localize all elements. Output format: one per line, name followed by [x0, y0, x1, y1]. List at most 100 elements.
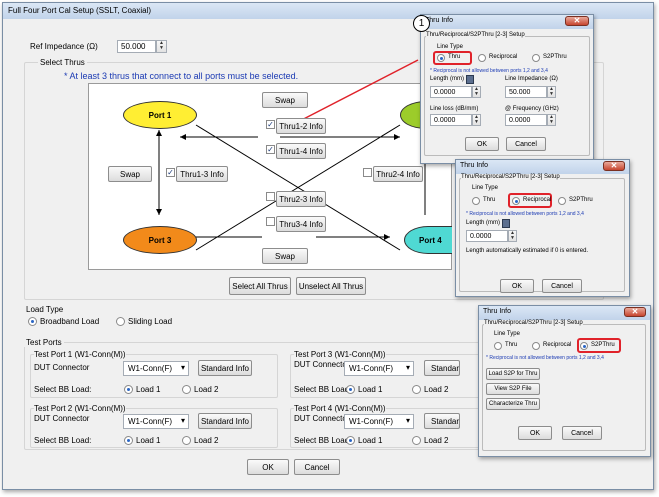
test-port-3-label: Test Port 3 (W1-Conn(M)) [294, 350, 386, 359]
port-4: Port 4 [404, 226, 452, 254]
calculator-icon[interactable] [466, 75, 474, 84]
callout-number: 1 [418, 18, 425, 29]
ref-impedance-spinner-icon[interactable]: ▲▼ [156, 40, 167, 53]
dialog1-frequency-input[interactable]: 0.0000 [505, 114, 547, 126]
thru-info-dialog-reciprocal: Thru Info ✕ [455, 159, 630, 297]
dialog1-ok-button[interactable]: OK [465, 137, 499, 151]
close-icon[interactable]: ✕ [624, 307, 646, 317]
callout-leader [289, 59, 419, 127]
ref-impedance-input[interactable]: 50.000 [117, 40, 156, 53]
test-port-4-label: Test Port 4 (W1-Conn(M)) [294, 404, 386, 413]
thru-notice: * At least 3 thrus that connect to all p… [64, 71, 299, 81]
dialog1-s2pthru-radio[interactable] [532, 54, 540, 62]
dialog1-title-bar: Thru Info [421, 15, 593, 29]
dialog3-ok-button[interactable]: OK [518, 426, 552, 440]
dialog1-impedance-spinner-icon[interactable]: ▲▼ [547, 86, 556, 98]
unselect-all-thrus-button[interactable]: Unselect All Thrus [296, 277, 366, 295]
ok-button[interactable]: OK [247, 459, 289, 475]
dialog3-thru-label: Thru [505, 342, 518, 348]
connector-select-1[interactable]: W1-Conn(F) [123, 361, 189, 376]
dialog1-length-input[interactable]: 0.0000 [430, 86, 472, 98]
dialog2-s2pthru-radio[interactable] [558, 197, 566, 205]
close-icon[interactable]: ✕ [565, 16, 589, 26]
dialog3-thru-radio[interactable] [494, 342, 502, 350]
dialog3-reciprocal-radio[interactable] [532, 342, 540, 350]
cancel-button[interactable]: Cancel [294, 459, 340, 475]
standard-info-button-2[interactable]: Standard Info [198, 413, 252, 429]
swap-button-1-2[interactable]: Swap [262, 92, 308, 108]
dialog2-length-input[interactable]: 0.0000 [466, 230, 508, 242]
dialog3-s2pthru-highlight [577, 338, 621, 353]
dialog2-reciprocal-highlight [508, 193, 552, 208]
dialog2-note: * Reciprocal is not allowed between port… [466, 211, 584, 217]
tp4-load2-radio[interactable] [412, 436, 421, 445]
thru-1-3-checkbox[interactable]: ✓ [166, 168, 175, 177]
characterize-thru-button[interactable]: Characterize Thru [486, 398, 540, 410]
dialog2-estimate-text: Length automatically estimated if 0 is e… [466, 248, 589, 254]
thru-3-4-info-button[interactable]: Thru3-4 Info [276, 216, 326, 232]
dut-connector-label-4: DUT Connector [294, 414, 350, 423]
dialog1-line-impedance-input[interactable]: 50.000 [505, 86, 547, 98]
dialog1-frequency-label: @ Frequency (GHz) [505, 106, 559, 112]
view-s2p-button[interactable]: View S2P File [486, 383, 540, 395]
tp3-load2-radio[interactable] [412, 385, 421, 394]
dialog1-thru-radio[interactable] [437, 54, 445, 62]
dialog2-thru-radio[interactable] [472, 197, 480, 205]
connector-select-4[interactable]: W1-Conn(F) [344, 414, 414, 429]
dialog3-cancel-button[interactable]: Cancel [562, 426, 602, 440]
select-bb-load-label-4: Select BB Load: [294, 436, 352, 445]
dialog3-title: Thru Info [483, 308, 512, 315]
dialog3-s2pthru-radio[interactable] [580, 342, 588, 350]
swap-button-3-4[interactable]: Swap [262, 248, 308, 264]
broadband-load-radio[interactable] [28, 317, 37, 326]
dialog1-line-loss-input[interactable]: 0.0000 [430, 114, 472, 126]
dialog2-title-bar: Thru Info [456, 160, 629, 174]
tp2-load1-radio[interactable] [124, 436, 133, 445]
load-s2p-button[interactable]: Load S2P for Thru [486, 368, 540, 380]
dialog3-s2pthru-label: S2PThru [591, 342, 615, 348]
thru-2-3-info-button[interactable]: Thru2-3 Info [276, 191, 326, 207]
swap-button-1-3[interactable]: Swap [108, 166, 152, 182]
dialog1-frequency-spinner-icon[interactable]: ▲▼ [547, 114, 556, 126]
dialog2-cancel-button[interactable]: Cancel [542, 279, 582, 293]
dialog2-setup-label: Thru/Reciprocal/S2PThru [2-3] Setup [461, 174, 560, 180]
tp4-load1-radio[interactable] [346, 436, 355, 445]
load-type-label: Load Type [26, 305, 64, 314]
tp2-load2-radio[interactable] [182, 436, 191, 445]
dialog1-thru-label: Thru [448, 54, 461, 60]
thru-1-4-info-button[interactable]: Thru1-4 Info [276, 143, 326, 159]
thru-2-4-info-button[interactable]: Thru2-4 Info [373, 166, 423, 182]
thru-2-4-checkbox[interactable] [363, 168, 372, 177]
sliding-load-radio[interactable] [116, 317, 125, 326]
standard-info-button-4[interactable]: Standar [424, 413, 460, 429]
dialog2-length-spinner-icon[interactable]: ▲▼ [508, 230, 517, 242]
calculator-icon[interactable] [502, 219, 510, 228]
dialog1-reciprocal-radio[interactable] [478, 54, 486, 62]
dialog1-setup-label: Thru/Reciprocal/S2PThru [2-3] Setup [426, 32, 525, 38]
connector-select-2[interactable]: W1-Conn(F) [123, 414, 189, 429]
connector-select-3[interactable]: W1-Conn(F) [344, 361, 414, 376]
dialog1-title: Thru Info [425, 17, 454, 24]
standard-info-button-1[interactable]: Standard Info [198, 360, 252, 376]
close-icon[interactable]: ✕ [603, 161, 625, 171]
port-3: Port 3 [123, 226, 197, 254]
select-all-thrus-button[interactable]: Select All Thrus [229, 277, 291, 295]
dialog1-cancel-button[interactable]: Cancel [506, 137, 546, 151]
dialog3-note: * Reciprocal is not allowed between port… [486, 355, 604, 361]
thru-1-2-info-button[interactable]: Thru1-2 Info [276, 118, 326, 134]
dialog2-ok-button[interactable]: OK [500, 279, 534, 293]
thru-1-4-checkbox[interactable]: ✓ [266, 145, 275, 154]
thru-3-4-checkbox[interactable] [266, 217, 275, 226]
thru-2-3-checkbox[interactable] [266, 192, 275, 201]
dialog1-loss-spinner-icon[interactable]: ▲▼ [472, 114, 481, 126]
thru-1-2-checkbox[interactable]: ✓ [266, 120, 275, 129]
dialog1-s2pthru-label: S2PThru [543, 54, 567, 60]
dialog1-length-spinner-icon[interactable]: ▲▼ [472, 86, 481, 98]
standard-info-button-3[interactable]: Standar [424, 360, 460, 376]
dialog2-reciprocal-radio[interactable] [512, 197, 520, 205]
tp1-load1-radio[interactable] [124, 385, 133, 394]
tp1-load2-radio[interactable] [182, 385, 191, 394]
tp3-load1-radio[interactable] [346, 385, 355, 394]
thru-1-3-info-button[interactable]: Thru1-3 Info [176, 166, 228, 182]
callout-number-icon: 1 [413, 15, 430, 32]
